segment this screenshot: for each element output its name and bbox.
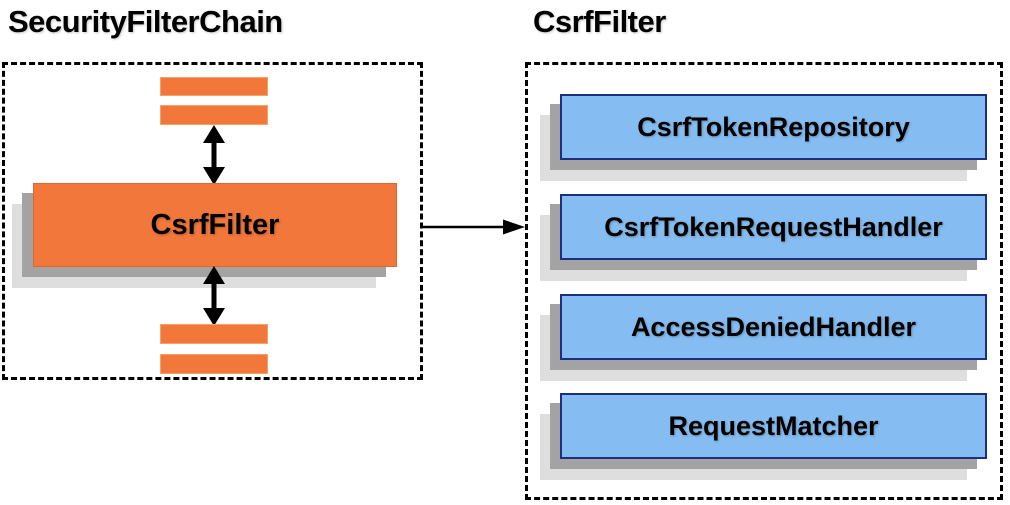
bidirectional-arrow-icon — [203, 125, 225, 185]
csrf-filter-box-face: CsrfFilter — [33, 183, 397, 267]
filter-placeholder-bar — [160, 354, 268, 374]
collaborator-box-csrf-token-repository: CsrfTokenRepository — [540, 94, 987, 181]
collaborator-label: AccessDeniedHandler — [630, 311, 917, 342]
collaborator-label: RequestMatcher — [668, 410, 879, 441]
collaborator-box-face: CsrfTokenRepository — [560, 94, 987, 160]
filter-placeholder-bar — [160, 77, 268, 96]
filter-placeholder-bar — [160, 105, 268, 125]
collaborator-box-face: AccessDeniedHandler — [560, 294, 987, 360]
csrf-filter-container — [525, 62, 1003, 500]
collaborator-box-face: RequestMatcher — [560, 393, 987, 459]
csrf-filter-title: CsrfFilter — [533, 4, 666, 39]
collaborator-box-access-denied-handler: AccessDeniedHandler — [540, 294, 987, 381]
collaborator-box-request-matcher: RequestMatcher — [540, 393, 987, 480]
security-filter-chain-title: SecurityFilterChain — [8, 4, 283, 39]
security-filter-chain-container — [2, 62, 423, 380]
arrow-right-icon — [423, 219, 525, 235]
collaborator-label: CsrfTokenRepository — [637, 111, 910, 142]
collaborator-box-csrf-token-request-handler: CsrfTokenRequestHandler — [540, 194, 987, 281]
collaborator-label: CsrfTokenRequestHandler — [604, 211, 943, 242]
filter-placeholder-bar — [160, 324, 268, 344]
collaborator-box-face: CsrfTokenRequestHandler — [560, 194, 987, 260]
csrf-filter-box-label: CsrfFilter — [150, 208, 280, 241]
bidirectional-arrow-icon — [203, 266, 225, 326]
csrf-filter-box: CsrfFilter — [12, 183, 397, 288]
